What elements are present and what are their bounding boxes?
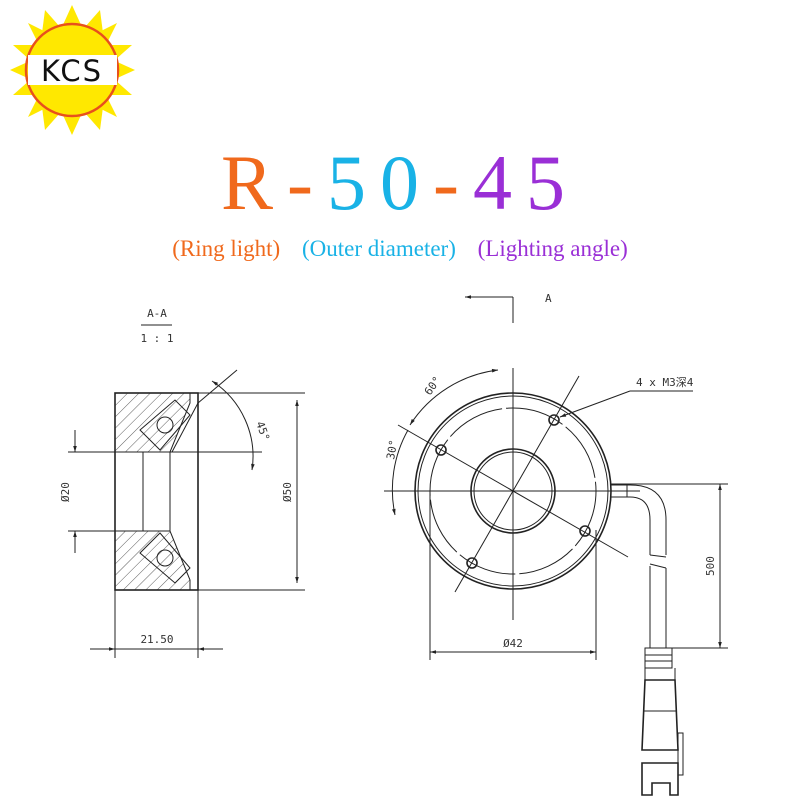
title-diameter: 50 — [327, 139, 434, 226]
front-view: A 60° 30° 4 x M3深4 Ø42 — [384, 292, 728, 796]
section-view: A-A 1 : 1 Ø20 Ø50 45° 21.50 — [59, 307, 305, 658]
cable — [611, 484, 667, 648]
section-label: A-A — [147, 307, 167, 320]
legend-diameter: (Outer diameter) — [301, 236, 456, 261]
mounting-holes — [435, 414, 591, 569]
angle-60: 60° — [422, 374, 444, 398]
section-marker: A — [545, 292, 552, 305]
connector — [641, 647, 684, 796]
model-title: R-50-45 — [0, 138, 800, 228]
legend-angle: (Lighting angle) — [477, 236, 628, 261]
dim-cable-length: 500 — [704, 556, 717, 576]
title-separator: - — [287, 139, 328, 226]
dim-outer-diameter: Ø50 — [281, 482, 294, 502]
model-legend: (Ring light) (Outer diameter) (Lighting … — [0, 236, 800, 262]
dim-angle: 45° — [253, 420, 272, 443]
dim-inner-diameter: Ø20 — [59, 482, 72, 502]
dim-front-diameter: Ø42 — [503, 637, 523, 650]
kcs-logo: KCS — [10, 5, 135, 135]
logo-text: KCS — [41, 54, 103, 88]
holes-note: 4 x M3深4 — [636, 376, 694, 389]
section-scale: 1 : 1 — [140, 332, 173, 345]
title-angle: 45 — [473, 139, 579, 226]
legend-ring: (Ring light) — [172, 236, 281, 261]
angle-30: 30° — [384, 439, 400, 461]
title-separator: - — [433, 139, 473, 226]
title-ring: R — [221, 139, 288, 226]
dim-width: 21.50 — [140, 633, 173, 646]
